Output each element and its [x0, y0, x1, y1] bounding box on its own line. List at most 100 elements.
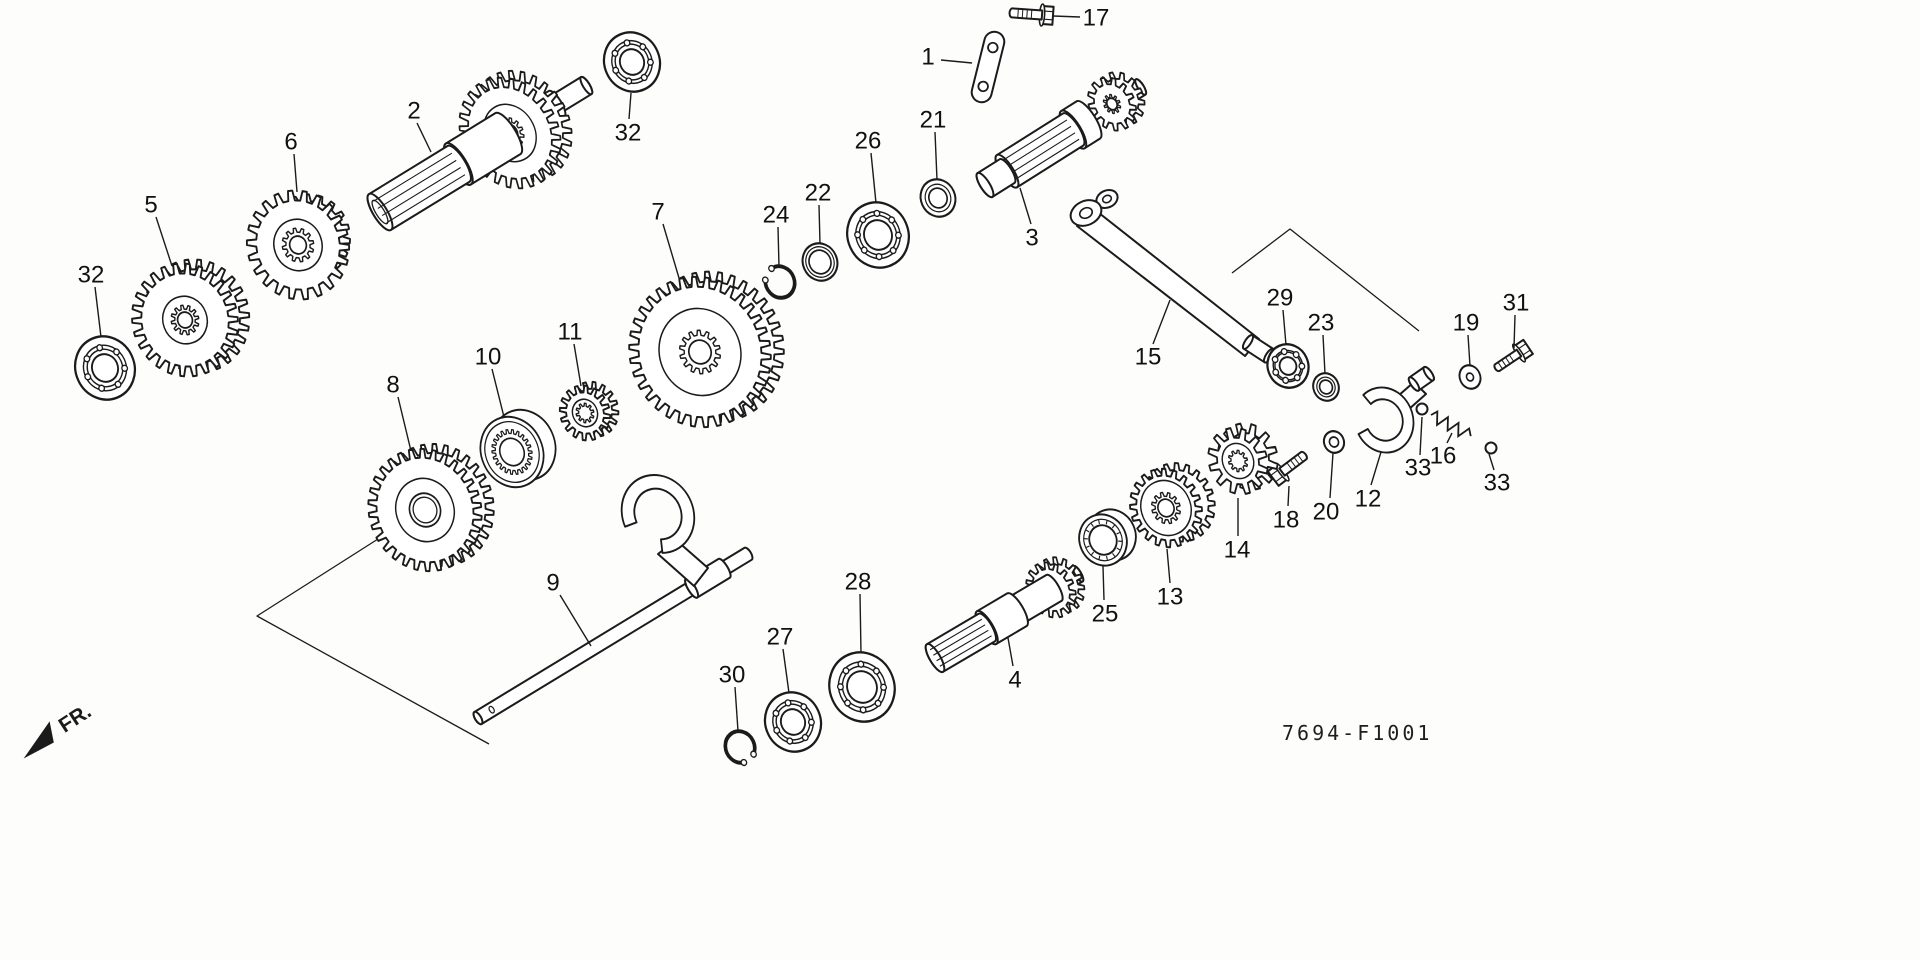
journal-cap: [975, 171, 995, 199]
leader-line-20: [1329, 452, 1334, 499]
fr-arrow-icon: [23, 721, 54, 759]
ball-bearing-32b-ball: [96, 344, 104, 352]
callout-29: 29: [1267, 284, 1294, 311]
spline-section-spline-line: [1000, 119, 1068, 162]
boss-cap: [1407, 376, 1421, 392]
leader-line-17: [1052, 15, 1081, 18]
gear-8: [367, 442, 495, 573]
leader-line-21: [934, 131, 938, 181]
ball-bearing-27-ball: [801, 733, 809, 742]
callout-6: 6: [284, 128, 297, 155]
leader-line-5: [155, 216, 173, 267]
leader-line-2: [416, 122, 432, 153]
ball-bearing-27-bore: [779, 708, 807, 736]
leader-line-27: [782, 648, 790, 694]
gear-5-bore: [176, 311, 194, 329]
snap-ring-24: [761, 264, 797, 300]
splined-hub-11-ring: [571, 398, 599, 428]
leader-line-23: [1322, 334, 1326, 375]
stub-end-cap: [579, 75, 594, 96]
ball-bearing-32b-ball: [83, 355, 91, 363]
callout-11: 11: [558, 318, 583, 345]
callout-1: 1: [921, 43, 934, 70]
ball-bearing-29-ball: [1282, 376, 1290, 384]
ball-bearing-26-ball: [859, 215, 867, 224]
ball-bearing-29-ball: [1271, 355, 1279, 364]
spline-section-spline-line: [1004, 125, 1072, 169]
callout-30: 30: [719, 661, 746, 688]
spline-section-spline-line: [377, 159, 457, 209]
leader-line-32b: [94, 286, 102, 338]
callout-labels: 1234567891011121314151617181920212223242…: [78, 4, 1530, 732]
callout-28: 28: [845, 568, 872, 595]
gear-5: [131, 258, 251, 378]
callout-31: 31: [1503, 289, 1530, 316]
leader-line-11: [573, 343, 582, 387]
leader-line-31: [1513, 314, 1516, 349]
callout-17: 17: [1083, 4, 1110, 31]
callout-20: 20: [1313, 498, 1340, 525]
gear-6-large: [245, 189, 351, 301]
ball-bearing-29-ball: [1272, 368, 1280, 376]
snap-ring-24-ring: [763, 264, 797, 300]
splined-hub-11-face: [558, 384, 612, 442]
shifter-sleeve-10: [479, 408, 557, 489]
ball: [1484, 441, 1498, 455]
needle: [1118, 540, 1122, 542]
bolt-31-thread: [1508, 354, 1515, 362]
bolt-18-thread: [1293, 457, 1300, 465]
sleeve-front: [479, 415, 545, 489]
oil-seal-23: [1312, 372, 1340, 402]
ball-bearing-26-ball: [894, 231, 902, 239]
ball-bearing-28-ball: [872, 667, 880, 675]
leader-line-19: [1467, 334, 1471, 367]
bolt-31-thread: [1501, 359, 1507, 367]
ball-bearing-26-ball: [889, 246, 897, 255]
leader-line-4: [1007, 637, 1014, 667]
gear-7-bore: [687, 339, 713, 365]
spline-section-spline-line: [386, 174, 466, 224]
sliding-gear-13-bore: [1157, 498, 1175, 518]
spring-coil: [1430, 410, 1472, 439]
callout-9: 9: [546, 569, 559, 596]
snap-ring-30-end: [740, 758, 748, 767]
washer-21-mid: [924, 183, 952, 213]
ball-bearing-32a-ball: [623, 39, 631, 47]
bolt-31-shank: [1493, 348, 1523, 373]
gearshift-arm-15: [1069, 189, 1275, 364]
ball-bearing-26-bore: [863, 219, 893, 251]
leader-line-9: [559, 594, 592, 647]
oil-seal-23-mid: [1316, 376, 1336, 398]
ball-bearing-28-ball: [844, 699, 852, 707]
ball-bearing-32b-bore: [90, 353, 120, 383]
steel-ball-33a: [1415, 402, 1429, 416]
needle: [1085, 529, 1090, 533]
snap-ring-30: [723, 729, 757, 767]
arm-tab: [1095, 189, 1119, 209]
ball-bearing-32a-ball: [639, 43, 647, 51]
gear-5-ring: [161, 295, 209, 345]
callout-21: 21: [920, 106, 947, 133]
mainshaft-3: [975, 71, 1148, 199]
needle: [1105, 555, 1108, 561]
bolt-18-thread: [1297, 454, 1304, 463]
ball-bearing-26-ball: [875, 252, 883, 261]
callout-7: 7: [651, 198, 664, 225]
leader-line-7: [662, 223, 680, 279]
fork-ring: [620, 474, 696, 554]
gear-7: [628, 270, 785, 429]
callout-23: 23: [1308, 309, 1335, 336]
washer-22-mid: [805, 246, 835, 278]
leader-line-25: [1102, 565, 1105, 601]
leader-line-24: [777, 226, 780, 268]
sleeve-groove: [484, 421, 540, 483]
output-near: [924, 573, 1064, 674]
shift-fork-12-ring: [1357, 386, 1415, 454]
snap-ring-24-end: [768, 264, 775, 273]
ball-bearing-26-ball: [854, 231, 862, 239]
link-body: [970, 30, 1006, 104]
ball-bearing-29-bore: [1278, 356, 1298, 376]
callout-22: 22: [805, 179, 832, 206]
